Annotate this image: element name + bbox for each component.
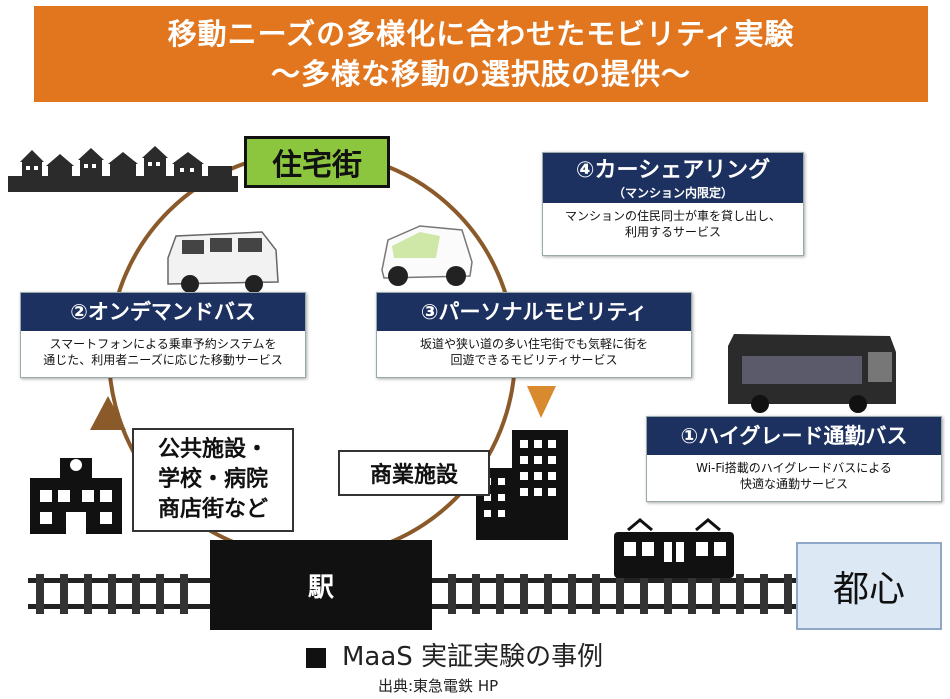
node-city-center-label: 都心: [832, 569, 905, 610]
service-card-on-demand-bus-desc-2: 通じた、利用者ニーズに応じた移動サービス: [43, 353, 283, 367]
node-city-center: 都心: [796, 542, 942, 630]
town-silhouette-icon: [8, 146, 238, 192]
node-residential-label: 住宅街: [272, 148, 362, 183]
train-icon: [614, 518, 734, 578]
service-card-on-demand-bus: ②オンデマンドバス スマートフォンによる乗車予約システムを 通じた、利用者ニーズ…: [20, 292, 306, 378]
service-card-on-demand-bus-header: ②オンデマンドバス: [21, 293, 305, 331]
service-card-car-sharing-body: マンションの住民同士が車を貸し出し、 利用するサービス: [543, 203, 803, 245]
node-commercial-label: 商業施設: [369, 463, 458, 488]
service-card-personal-mobility-body: 坂道や狭い道の多い住宅街でも気軽に街を 回遊できるモビリティサービス: [377, 331, 691, 373]
service-card-car-sharing-header: ④カーシェアリング （マンション内限定）: [543, 153, 803, 203]
service-card-commuter-bus-body: Wi-Fi搭載のハイグレードバスによる 快適な通勤サービス: [647, 455, 941, 497]
node-residential: 住宅街: [244, 136, 390, 188]
service-card-commuter-bus: ①ハイグレード通勤バス Wi-Fi搭載のハイグレードバスによる 快適な通勤サービ…: [646, 416, 942, 502]
van-icon: [167, 231, 279, 293]
node-public-line-2: 学校・病院: [157, 467, 268, 492]
service-card-personal-mobility-header: ③パーソナルモビリティ: [377, 293, 691, 331]
title-banner: 移動ニーズの多様化に合わせたモビリティ実験 ～多様な移動の選択肢の提供～: [34, 6, 928, 102]
service-card-on-demand-bus-body: スマートフォンによる乗車予約システムを 通じた、利用者ニーズに応じた移動サービス: [21, 331, 305, 373]
service-card-on-demand-bus-desc-1: スマートフォンによる乗車予約システムを: [49, 337, 277, 351]
personal-mobility-icon: [381, 225, 473, 286]
node-public-facilities: 公共施設・ 学校・病院 商店街など: [132, 428, 294, 532]
title-line-1: 移動ニーズの多様化に合わせたモビリティ実験: [167, 17, 795, 51]
loop-arrow-down: [527, 386, 556, 418]
service-card-personal-mobility-desc-2: 回遊できるモビリティサービス: [450, 353, 618, 367]
node-public-line-1: 公共施設・: [157, 437, 268, 462]
service-card-car-sharing-subtitle: （マンション内限定）: [612, 186, 733, 200]
node-commercial: 商業施設: [338, 450, 490, 496]
commuter-bus-icon: [728, 334, 896, 413]
service-card-car-sharing-desc-1: マンションの住民同士が車を貸し出し、: [564, 209, 781, 223]
node-station-label: 駅: [307, 572, 334, 603]
node-station: 駅: [210, 540, 432, 630]
caption-square-icon: [306, 648, 326, 668]
loop-arrow-up: [90, 396, 126, 430]
service-card-car-sharing: ④カーシェアリング （マンション内限定） マンションの住民同士が車を貸し出し、 …: [542, 152, 804, 256]
service-card-car-sharing-title: ④カーシェアリング: [575, 158, 771, 183]
service-card-personal-mobility-desc-1: 坂道や狭い道の多い住宅街でも気軽に街を: [419, 337, 648, 351]
office-building-icon: [476, 430, 568, 540]
service-card-car-sharing-desc-2: 利用するサービス: [624, 225, 721, 239]
figure-source: 出典:東急電鉄 HP: [378, 677, 499, 695]
school-building-icon: [30, 458, 122, 534]
figure-caption: MaaS 実証実験の事例: [342, 642, 604, 672]
service-card-commuter-bus-desc-1: Wi-Fi搭載のハイグレードバスによる: [696, 461, 892, 475]
node-public-line-3: 商店街など: [157, 497, 268, 522]
title-line-2: ～多様な移動の選択肢の提供～: [270, 57, 691, 91]
service-card-commuter-bus-desc-2: 快適な通勤サービス: [739, 477, 848, 491]
service-card-personal-mobility: ③パーソナルモビリティ 坂道や狭い道の多い住宅街でも気軽に街を 回遊できるモビリ…: [376, 292, 692, 378]
service-card-commuter-bus-header: ①ハイグレード通勤バス: [647, 417, 941, 455]
